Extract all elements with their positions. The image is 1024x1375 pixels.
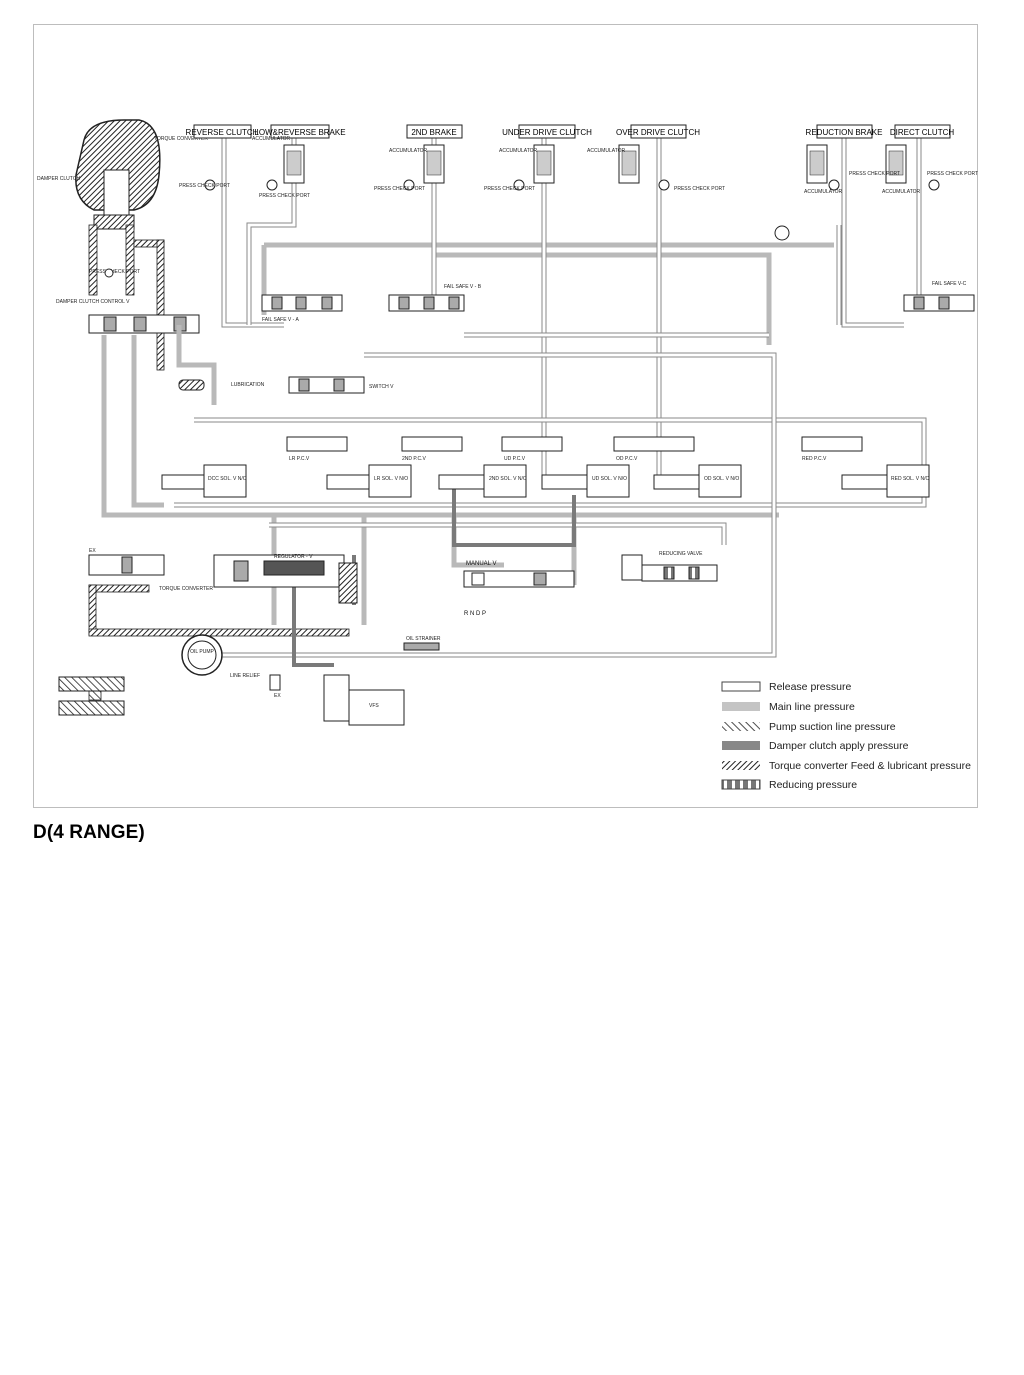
lr-pcv-label: LR P.C.V [289, 456, 310, 462]
ud-sol-label: UD SOL. V N/O [592, 476, 627, 482]
accumulator-label-2: ACCUMULATOR [389, 148, 428, 154]
legend-label-torque: Torque converter Feed & lubricant pressu… [769, 760, 971, 772]
oil-pump-label: OIL PUMP [190, 649, 214, 655]
accumulator-label-4: ACCUMULATOR [587, 148, 626, 154]
vfs-label: VFS [369, 703, 379, 709]
lr-sol-label: LR SOL. V N/O [374, 476, 408, 482]
low-reverse-brake-box: LOW&REVERSE BRAKE [254, 128, 345, 137]
legend: Release pressure Main line pressure Pump… [721, 681, 971, 791]
diagram-caption: D(4 RANGE) [33, 822, 145, 843]
check-port-label-3: PRESS CHECK PORT [374, 186, 425, 192]
torque-feed-lines [88, 224, 350, 701]
check-ports: PRESS CHECK PORT PRESS CHECK PORT PRESS … [179, 171, 978, 241]
fail-safe-c-label: FAIL SAFE V-C [932, 281, 967, 287]
legend-label-damper: Damper clutch apply pressure [769, 740, 909, 752]
ex-label-relief: EX [274, 693, 281, 699]
legend-swatch-suction [722, 722, 760, 731]
od-sol-label: OD SOL. V N/O [704, 476, 739, 482]
reverse-clutch-box: REVERSE CLUTCH [186, 128, 259, 137]
manual-v-label: MANUAL V [466, 561, 496, 567]
oil-pan: OIL STRAINER [58, 636, 441, 716]
accumulator-label-5: ACCUMULATOR [804, 189, 843, 195]
pcv-row: LR P.C.V 2ND P.C.V UD P.C.V OD P.C.V RED… [286, 436, 863, 462]
range-letters: R N D P [464, 611, 486, 617]
second-pcv-label: 2ND P.C.V [402, 456, 426, 462]
reduction-brake-box: REDUCTION BRAKE [806, 128, 883, 137]
legend-swatch-torque [722, 761, 760, 770]
regulator-label: REGULATOR - V [274, 554, 313, 560]
switch-valve: SWITCH V LUBRICATION [178, 376, 394, 394]
switch-v-label: SWITCH V [369, 384, 394, 390]
legend-label-reducing: Reducing pressure [769, 779, 857, 791]
legend-label-suction: Pump suction line pressure [769, 721, 896, 733]
legend-label-main: Main line pressure [769, 701, 855, 713]
ex-label-regulator: EX [89, 548, 96, 554]
oil-pump: OIL PUMP LINE RELIEF EX [181, 634, 281, 699]
od-pcv-label: OD P.C.V [616, 456, 638, 462]
check-port-label-2: PRESS CHECK PORT [259, 193, 310, 199]
check-port-label-4: PRESS CHECK PORT [484, 186, 535, 192]
legend-swatch-damper [722, 741, 760, 750]
accumulator-label-1: ACCUMULATOR [252, 136, 291, 142]
regulator-section: EX REGULATOR - V TORQUE CONVERTER [88, 548, 358, 604]
direct-clutch-box: DIRECT CLUTCH [890, 128, 955, 137]
ud-pcv-label: UD P.C.V [504, 456, 526, 462]
manual-valve: MANUAL V R N D P [463, 561, 575, 617]
reducing-valve-label: REDUCING VALVE [659, 551, 703, 557]
accumulator-label-6: ACCUMULATOR [882, 189, 921, 195]
damper-clutch-label: DAMPER CLUTCH [37, 176, 80, 182]
reducing-valve: REDUCING VALVE [621, 551, 718, 582]
legend-label-release: Release pressure [769, 681, 851, 693]
oil-strainer-label: OIL STRAINER [406, 636, 441, 642]
solenoid-row: DCC SOL. V N/O LR SOL. V N/O 2ND SOL. V … [161, 464, 930, 498]
second-sol-label: 2ND SOL. V N/O [489, 476, 527, 482]
legend-swatch-reducing [721, 779, 761, 790]
hydraulic-diagram-frame: TORQUE CONVERTER DAMPER CLUTCH DAMPER CL… [33, 24, 978, 808]
dcc-sol-label: DCC SOL. V N/O [208, 476, 247, 482]
check-port-label-1: PRESS CHECK PORT [179, 183, 230, 189]
hydraulic-circuit-diagram: TORQUE CONVERTER DAMPER CLUTCH DAMPER CL… [37, 119, 978, 791]
over-drive-clutch-box: OVER DRIVE CLUTCH [616, 128, 700, 137]
line-relief-label: LINE RELIEF [230, 673, 260, 679]
torque-converter-v-label: TORQUE CONVERTER [159, 586, 213, 592]
torque-converter-label: TORQUE CONVERTER [154, 136, 208, 142]
lubrication-label: LUBRICATION [231, 382, 265, 388]
vfs-unit: VFS [323, 674, 405, 726]
accumulators: ACCUMULATOR ACCUMULATOR ACCUMULATOR ACCU… [252, 136, 921, 195]
press-check-port-label: PRESS CHECK PORT [89, 269, 140, 275]
check-port-label-5: PRESS CHECK PORT [674, 186, 725, 192]
check-port-label-6: PRESS CHECK PORT [849, 171, 900, 177]
damper-clutch-control-valve: DAMPER CLUTCH CONTROL V PRESS CHECK PORT [56, 268, 200, 334]
legend-swatch-main [722, 702, 760, 711]
second-brake-box: 2ND BRAKE [411, 128, 456, 137]
top-component-boxes: REVERSE CLUTCH LOW&REVERSE BRAKE 2ND BRA… [186, 124, 955, 139]
fail-safe-a-label: FAIL SAFE V - A [262, 317, 299, 323]
torque-converter: TORQUE CONVERTER DAMPER CLUTCH [37, 119, 208, 230]
red-pcv-label: RED P.C.V [802, 456, 827, 462]
red-sol-label: RED SOL. V N/O [891, 476, 929, 482]
accumulator-label-3: ACCUMULATOR [499, 148, 538, 154]
under-drive-clutch-box: UNDER DRIVE CLUTCH [502, 128, 592, 137]
check-port-label-7: PRESS CHECK PORT [927, 171, 978, 177]
legend-swatch-release [721, 681, 761, 692]
fail-safe-valves: FAIL SAFE V - A FAIL SAFE V - B FAIL SAF… [261, 281, 975, 323]
fail-safe-b-label: FAIL SAFE V - B [444, 284, 482, 290]
damper-clutch-control-label: DAMPER CLUTCH CONTROL V [56, 299, 130, 305]
